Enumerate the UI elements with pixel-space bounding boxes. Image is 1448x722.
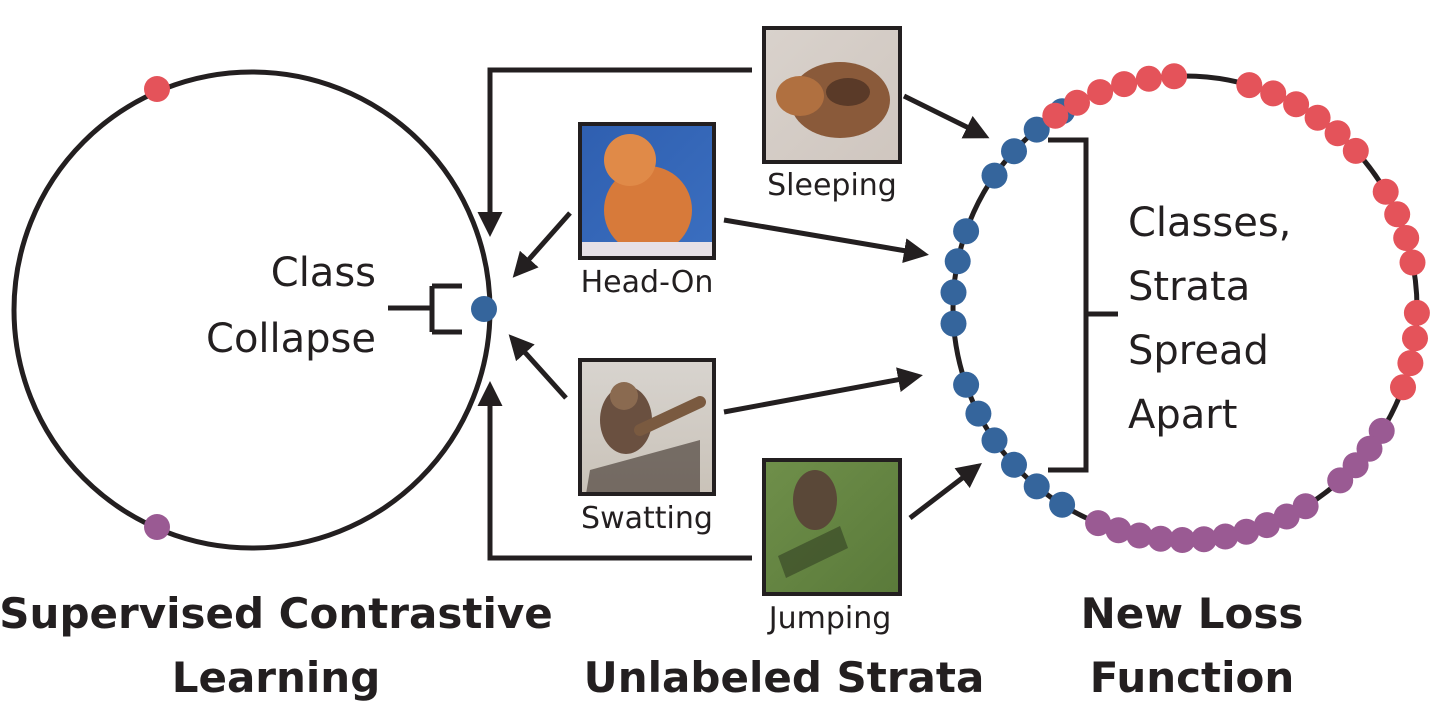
purple-stratum-point xyxy=(1169,527,1196,553)
collapsed-blue-class-point xyxy=(471,296,497,322)
jumping-caption: Jumping xyxy=(767,601,892,636)
spread-label-line4: Apart xyxy=(1128,392,1237,438)
jumping-image: Jumping xyxy=(762,458,902,636)
red-stratum-point xyxy=(1236,72,1263,99)
red-stratum-point xyxy=(1384,201,1411,228)
sleeping-image-frame xyxy=(762,26,902,164)
sleeping-image: Sleeping xyxy=(762,26,902,203)
swatting-image: Swatting xyxy=(578,358,716,536)
purple-stratum-point xyxy=(1085,510,1112,537)
red-stratum-point xyxy=(1403,299,1430,326)
blue-stratum-point xyxy=(1049,491,1076,518)
jumping-to-left-arrow xyxy=(477,381,752,561)
jumping-cat-shadow xyxy=(778,526,848,578)
red-stratum-point xyxy=(1399,249,1426,276)
spread-label-line1: Classes, xyxy=(1128,200,1291,246)
swatting-cat-head xyxy=(610,382,638,410)
red-stratum-point xyxy=(1304,104,1331,131)
sleeping-cat-head xyxy=(776,76,824,116)
sleeping-cat-stripe xyxy=(826,78,870,106)
purple-stratum-point xyxy=(1147,525,1174,552)
swatting-cat-paw xyxy=(634,396,706,436)
swatting-to-right-arrow xyxy=(723,367,923,415)
purple-class-point xyxy=(144,514,170,540)
jumping-to-right-arrow xyxy=(908,462,982,520)
jumping-cat-photo xyxy=(764,460,900,594)
class-collapse-label-line1: Class xyxy=(271,250,376,296)
blue-stratum-point xyxy=(940,310,967,337)
red-stratum-point xyxy=(1393,225,1420,251)
red-class-point xyxy=(144,76,170,102)
red-stratum-point xyxy=(1324,120,1351,147)
purple-stratum-point xyxy=(1273,503,1300,530)
blue-stratum-point xyxy=(953,218,980,245)
purple-stratum-point xyxy=(1190,526,1217,553)
right-panel: Classes, Strata Spread Apart New Loss Fu… xyxy=(940,63,1430,702)
class-collapse-bracket xyxy=(388,283,462,335)
purple-stratum-point xyxy=(1253,512,1280,539)
right-points-layer xyxy=(940,63,1430,553)
purple-stratum-point xyxy=(1212,523,1239,550)
left-panel: Class Collapse Supervised Contrastive Le… xyxy=(0,69,553,702)
red-stratum-point xyxy=(1390,374,1416,401)
red-stratum-point xyxy=(1135,65,1162,92)
sleeping-to-left-arrow xyxy=(477,67,752,237)
jumping-cat-body xyxy=(793,470,837,530)
blue-stratum-point xyxy=(944,248,971,275)
connector-arrows xyxy=(477,67,990,561)
right-title-line2: Function xyxy=(1090,653,1295,702)
head-on-image: Head-On xyxy=(578,122,716,300)
blue-stratum-point xyxy=(1023,116,1050,143)
head-on-image-frame xyxy=(578,122,716,260)
swatting-caption: Swatting xyxy=(581,501,713,536)
purple-stratum-point xyxy=(1126,522,1153,549)
blue-stratum-point xyxy=(1001,451,1027,478)
red-stratum-point xyxy=(1111,71,1138,98)
blue-stratum-point xyxy=(1023,473,1050,500)
swatting-image-frame xyxy=(578,358,716,496)
red-stratum-point xyxy=(1402,325,1428,352)
purple-stratum-point xyxy=(1327,467,1354,494)
right-title-line1: New Loss xyxy=(1081,589,1304,638)
spread-label-line2: Strata xyxy=(1128,264,1250,310)
red-stratum-point xyxy=(1087,79,1114,106)
red-stratum-point xyxy=(1042,102,1069,129)
head-on-to-left-arrow xyxy=(512,211,572,278)
head-on-to-right-arrow xyxy=(723,217,929,263)
blue-stratum-point xyxy=(940,279,967,306)
swatting-cat-shadow xyxy=(586,440,700,494)
kitten-floor xyxy=(580,242,714,258)
red-stratum-point xyxy=(1397,350,1424,377)
red-stratum-point xyxy=(1161,63,1188,90)
class-collapse-label-line2: Collapse xyxy=(206,316,376,362)
spread-label-line3: Spread xyxy=(1128,328,1269,374)
swatting-to-left-arrow xyxy=(508,334,568,400)
red-stratum-point xyxy=(1283,91,1310,118)
kitten-body xyxy=(604,166,692,254)
red-stratum-point xyxy=(1342,137,1369,164)
spread-apart-bracket xyxy=(1048,137,1118,473)
left-title-line2: Learning xyxy=(172,653,381,702)
sleeping-caption: Sleeping xyxy=(767,168,897,203)
jumping-image-frame xyxy=(762,458,902,596)
kitten-head xyxy=(604,134,656,186)
blue-stratum-point xyxy=(981,427,1008,454)
red-stratum-point xyxy=(1260,80,1287,107)
purple-stratum-point xyxy=(1105,517,1132,544)
left-title-line1: Supervised Contrastive xyxy=(0,589,553,638)
blue-stratum-point xyxy=(1001,138,1027,165)
blue-stratum-point xyxy=(953,371,980,398)
red-stratum-point xyxy=(1064,89,1090,116)
blue-stratum-point xyxy=(965,400,992,427)
red-stratum-point xyxy=(1372,178,1399,205)
middle-title: Unlabeled Strata xyxy=(584,653,985,702)
purple-stratum-point xyxy=(1233,518,1260,545)
head-on-caption: Head-On xyxy=(581,265,714,300)
sleeping-to-right-arrow xyxy=(902,93,990,139)
blue-stratum-point xyxy=(981,162,1008,189)
